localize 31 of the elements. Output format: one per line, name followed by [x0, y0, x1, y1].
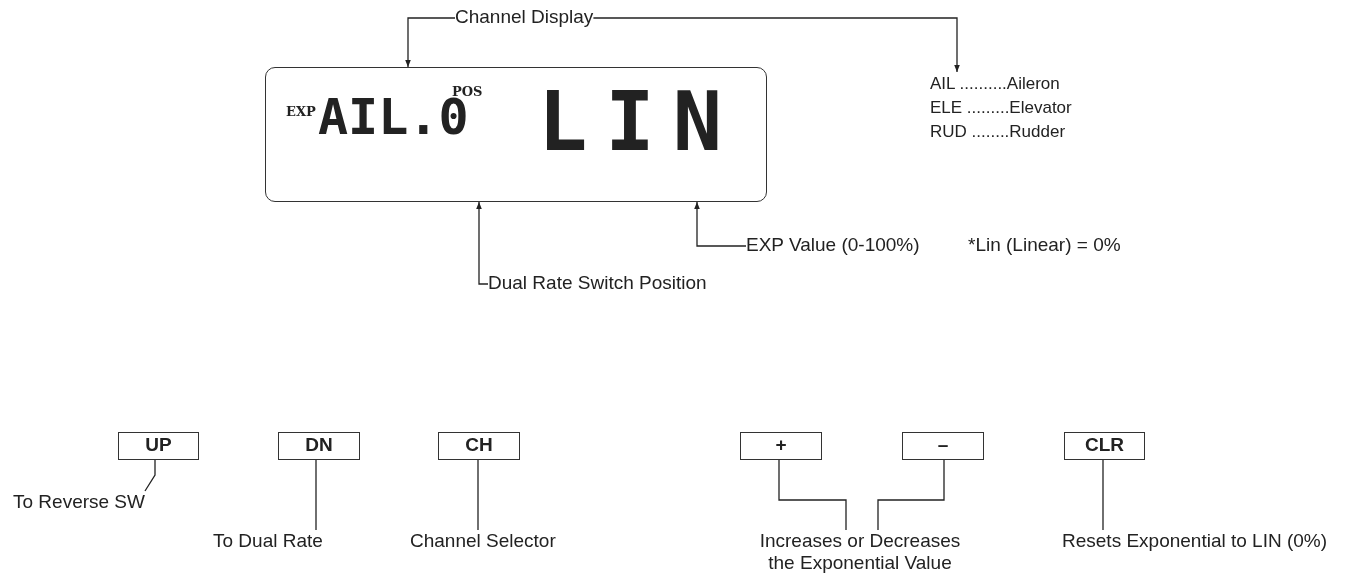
callout-label: Dual Rate Switch Position — [488, 272, 707, 294]
leader-line — [1102, 459, 1104, 531]
key-button: CLR — [1064, 432, 1145, 460]
list-entry: AIL ..........Aileron — [930, 73, 1061, 95]
leader-line — [778, 459, 847, 531]
callout-label: EXP Value (0-100%) — [746, 234, 920, 256]
leader-line — [694, 201, 747, 247]
note-text: *Lin (Linear) = 0% — [968, 234, 1121, 256]
key-button: – — [902, 432, 984, 460]
exp-indicator: EXP — [286, 104, 316, 119]
leader-line — [405, 17, 456, 68]
key-button: CH — [438, 432, 520, 460]
value-readout: LIN — [538, 74, 741, 169]
list-entry: ELE .........Elevator — [930, 97, 1072, 119]
callout-label: To Reverse SW — [13, 491, 145, 513]
leader-line — [877, 459, 945, 531]
list-entry: RUD ........Rudder — [930, 121, 1067, 143]
callout-label: Channel Display — [455, 6, 594, 28]
leader-line — [477, 459, 479, 531]
key-button: + — [740, 432, 822, 460]
key-button: DN — [278, 432, 360, 460]
callout-label: Channel Selector — [410, 530, 556, 552]
leader-line — [315, 459, 317, 531]
key-button: UP — [118, 432, 199, 460]
callout-label: Increases or Decreases the Exponential Value — [750, 530, 970, 574]
lcd-display — [265, 67, 767, 202]
callout-label: To Dual Rate — [213, 530, 323, 552]
leader-line — [592, 17, 960, 73]
leader-line — [144, 459, 156, 492]
callout-label: Resets Exponential to LIN (0%) — [1062, 530, 1328, 552]
leader-line — [476, 201, 489, 285]
